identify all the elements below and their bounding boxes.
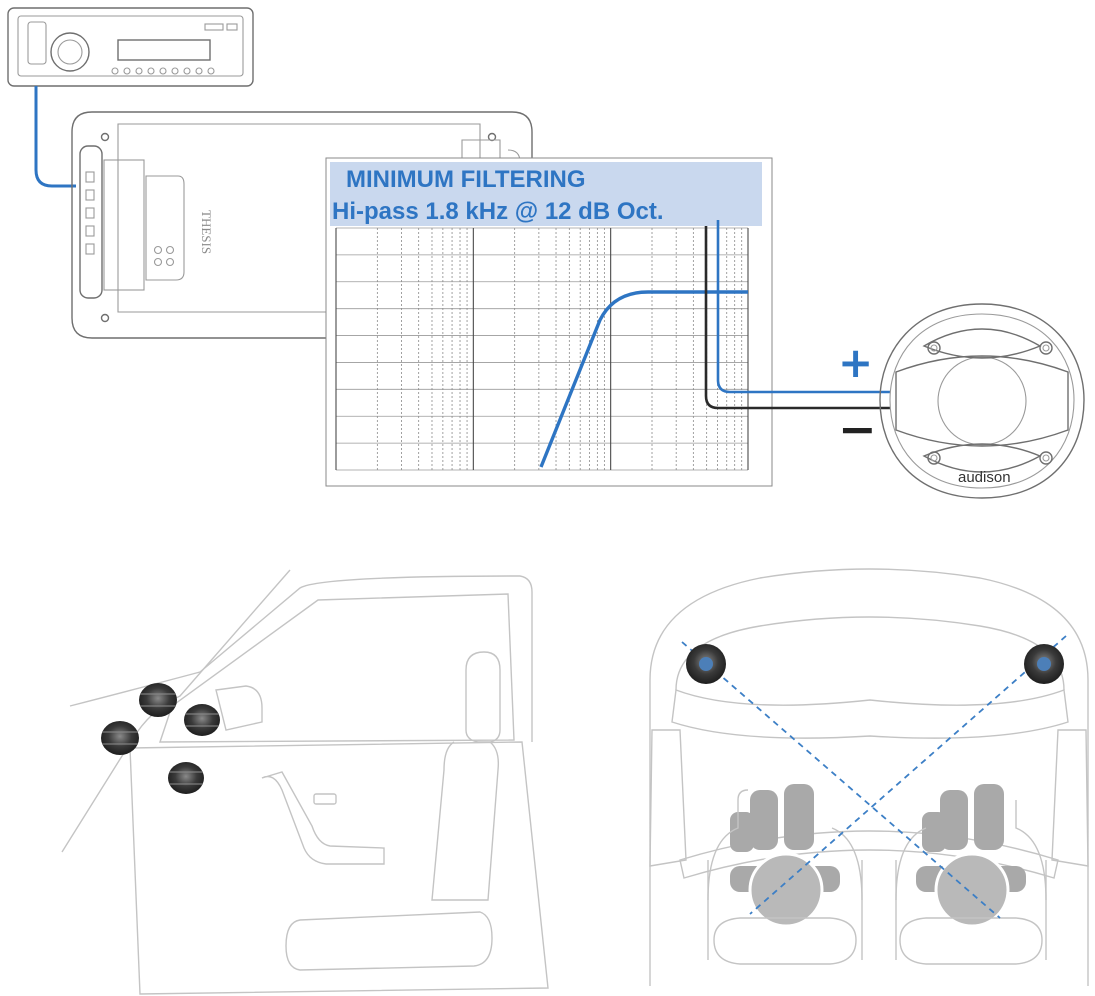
- plus-sign: +: [838, 338, 873, 387]
- tweeter-speaker-icon: audison: [880, 304, 1084, 498]
- head-unit-icon: [8, 8, 253, 86]
- speaker-brand: audison: [958, 469, 1011, 486]
- amplifier-brand: THESIS: [199, 210, 214, 254]
- car-door-view-icon: [62, 570, 548, 994]
- panel-title-line1: MINIMUM FILTERING: [346, 166, 586, 193]
- panel-title-line2: Hi-pass 1.8 kHz @ 12 dB Oct.: [332, 198, 664, 225]
- minus-sign: −: [838, 402, 877, 456]
- car-cabin-top-view-icon: [650, 569, 1088, 986]
- cabin-tweeter-icon: [686, 644, 1064, 684]
- signal-cable: [36, 86, 76, 186]
